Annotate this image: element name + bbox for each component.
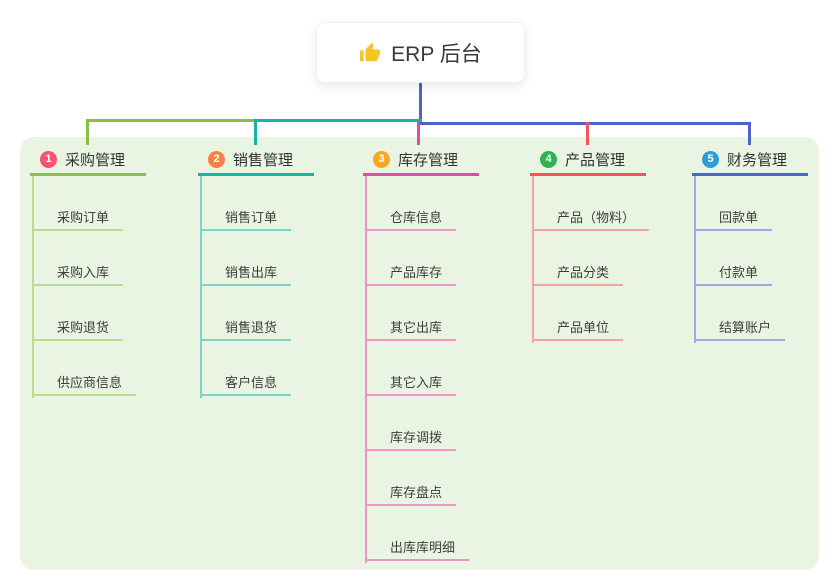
branch-label: 财务管理 [727,152,788,169]
root-node[interactable]: ERP 后台 [316,22,525,83]
branch-badge-icon: 4 [540,151,557,168]
child-node[interactable]: 仓库信息 [365,205,457,231]
root-connector-stem [419,81,422,122]
bus-segment-teal [254,119,422,122]
branch-badge-icon: 3 [373,151,390,168]
branch-badge-icon: 2 [208,151,225,168]
branch-label: 销售管理 [233,152,294,169]
branch-drop-1 [86,120,89,145]
branch-children-connector [694,176,696,343]
child-node[interactable]: 产品单位 [532,315,624,341]
branch-node-1[interactable]: 1 采购管理 [30,146,146,176]
child-node[interactable]: 采购入库 [32,260,124,286]
branch-children-connector [200,176,202,398]
child-node[interactable]: 销售退货 [200,315,292,341]
child-node[interactable]: 产品（物料） [532,205,650,231]
child-node[interactable]: 库存调拨 [365,425,457,451]
branch-children-connector [365,176,367,563]
branch-label: 库存管理 [398,152,459,169]
bus-segment-blue [419,122,751,125]
child-node[interactable]: 库存盘点 [365,480,457,506]
root-label: ERP 后台 [391,42,482,66]
child-node[interactable]: 客户信息 [200,370,292,396]
child-node[interactable]: 产品库存 [365,260,457,286]
child-node[interactable]: 采购订单 [32,205,124,231]
child-node[interactable]: 产品分类 [532,260,624,286]
child-node[interactable]: 付款单 [694,260,773,286]
bus-segment-green [86,119,257,122]
child-node[interactable]: 其它出库 [365,315,457,341]
branch-node-3[interactable]: 3 库存管理 [363,146,479,176]
branch-drop-3 [417,121,420,145]
branch-badge-icon: 1 [40,151,57,168]
child-node[interactable]: 其它入库 [365,370,457,396]
branch-label: 产品管理 [565,152,626,169]
mindmap-panel [20,137,819,570]
branch-drop-4 [586,122,589,145]
child-node[interactable]: 回款单 [694,205,773,231]
child-node[interactable]: 出库库明细 [365,535,470,561]
branch-node-5[interactable]: 5 财务管理 [692,146,808,176]
branch-label: 采购管理 [65,152,126,169]
branch-children-connector [32,176,34,398]
child-node[interactable]: 销售订单 [200,205,292,231]
child-node[interactable]: 供应商信息 [32,370,137,396]
child-node[interactable]: 结算账户 [694,315,786,341]
branch-drop-5 [748,122,751,145]
branch-drop-2 [254,120,257,145]
thumbs-up-icon [359,42,381,64]
child-node[interactable]: 销售出库 [200,260,292,286]
branch-badge-icon: 5 [702,151,719,168]
child-node[interactable]: 采购退货 [32,315,124,341]
branch-children-connector [532,176,534,343]
branch-node-2[interactable]: 2 销售管理 [198,146,314,176]
branch-node-4[interactable]: 4 产品管理 [530,146,646,176]
